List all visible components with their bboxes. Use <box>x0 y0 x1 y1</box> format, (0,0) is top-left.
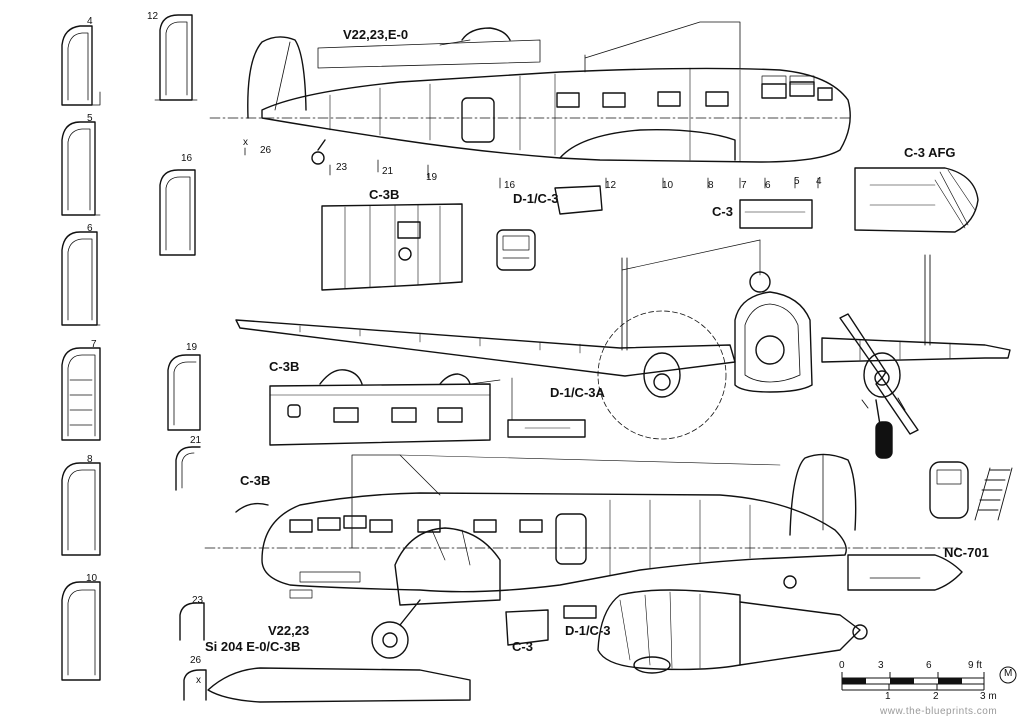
frame-number-5: 5 <box>87 113 93 124</box>
station-26: 26 <box>260 145 272 156</box>
watermark-text: www.the-blueprints.com <box>880 706 998 717</box>
frame-section-8 <box>61 462 101 556</box>
frame-number-7: 7 <box>91 339 97 350</box>
label-d1-c3-upper: D-1/C-3 <box>513 191 559 206</box>
frame-section-12 <box>154 14 198 101</box>
label-c3-side: C-3 <box>712 204 733 219</box>
lower-nacelle-view <box>597 589 868 674</box>
frame-section-10 <box>61 581 101 681</box>
d1-c3a-detail <box>507 377 586 438</box>
label-nc701: NC-701 <box>944 545 989 560</box>
frame-number-4: 4 <box>87 16 93 27</box>
frame-number-10: 10 <box>86 573 98 584</box>
c3b-left-piece <box>235 502 269 513</box>
frame-section-5 <box>61 121 101 216</box>
station-7: 7 <box>741 180 747 191</box>
scale-feet-3: 3 <box>878 660 884 671</box>
station-8: 8 <box>708 180 714 191</box>
frame-section-16 <box>159 169 196 256</box>
scale-meter-2: 2 <box>933 691 939 702</box>
label-c3-lower: C-3 <box>512 639 533 654</box>
c3b-upper-panel <box>321 203 463 291</box>
frame-number-12: 12 <box>147 11 159 22</box>
frame-number-8: 8 <box>87 454 93 465</box>
c3-lower-panel <box>505 609 549 646</box>
frame-section-6 <box>61 231 101 326</box>
station-4: 4 <box>816 176 822 187</box>
label-c3b-top: C-3B <box>369 187 400 202</box>
belly-strip <box>207 667 471 703</box>
label-v22-e0: V22,23,E-0 <box>343 27 409 42</box>
frame-section-23 <box>179 602 205 641</box>
station-19: 19 <box>426 172 438 183</box>
hatch-detail-upper <box>496 229 536 271</box>
bottom-side-view <box>204 453 961 659</box>
frame-number-26: 26 <box>190 655 202 666</box>
label-c3afg: C-3 AFG <box>904 145 956 160</box>
c3b-middle-section <box>269 369 501 446</box>
scale-feet-0: 0 <box>839 660 845 671</box>
station-10: 10 <box>662 180 674 191</box>
d1-c3-upper-panel <box>554 185 603 215</box>
c3-side-panel <box>739 199 813 229</box>
frame-section-21 <box>175 446 201 491</box>
station-16: 16 <box>504 180 516 191</box>
station-23: 23 <box>336 162 348 173</box>
station-5: 5 <box>794 176 800 187</box>
scale-meter-3: 3 m <box>980 691 997 702</box>
scale-feet-9: 9 ft <box>968 660 982 671</box>
frame-section-19 <box>167 354 201 431</box>
d1-c3-lower-panel <box>563 605 597 619</box>
station-21: 21 <box>382 166 394 177</box>
frame-number-x-lower: x <box>196 675 201 686</box>
hatch-detail-lower <box>929 461 1013 521</box>
signature-mark <box>999 666 1017 684</box>
signature-letter: M <box>1004 668 1013 679</box>
top-side-view <box>209 21 851 189</box>
frame-number-21: 21 <box>190 435 202 446</box>
nc701-nose <box>847 554 963 591</box>
frame-number-16: 16 <box>181 153 193 164</box>
station-6: 6 <box>765 180 771 191</box>
label-v22-si204: V22,23 <box>268 623 310 638</box>
frame-number-19: 19 <box>186 342 198 353</box>
scale-feet-6: 6 <box>926 660 932 671</box>
frame-section-4 <box>61 25 101 106</box>
scale-meter-1: 1 <box>885 691 891 702</box>
front-view <box>235 239 1011 459</box>
station-x: x <box>243 137 248 148</box>
frame-number-23: 23 <box>192 595 204 606</box>
station-12: 12 <box>605 180 617 191</box>
scale-bar <box>841 672 985 691</box>
frame-section-7 <box>61 347 101 441</box>
label-d1-c3-lower: D-1/C-3 <box>565 623 611 638</box>
c3afg-nose-view <box>854 167 979 233</box>
label-c3b-left: C-3B <box>240 473 271 488</box>
label-si204-line: Si 204 E-0/C-3B <box>205 639 301 654</box>
label-c3b-mid: C-3B <box>269 359 300 374</box>
frame-number-6: 6 <box>87 223 93 234</box>
label-d1-c3a: D-1/C-3A <box>550 385 605 400</box>
frame-section-26 <box>183 669 207 701</box>
